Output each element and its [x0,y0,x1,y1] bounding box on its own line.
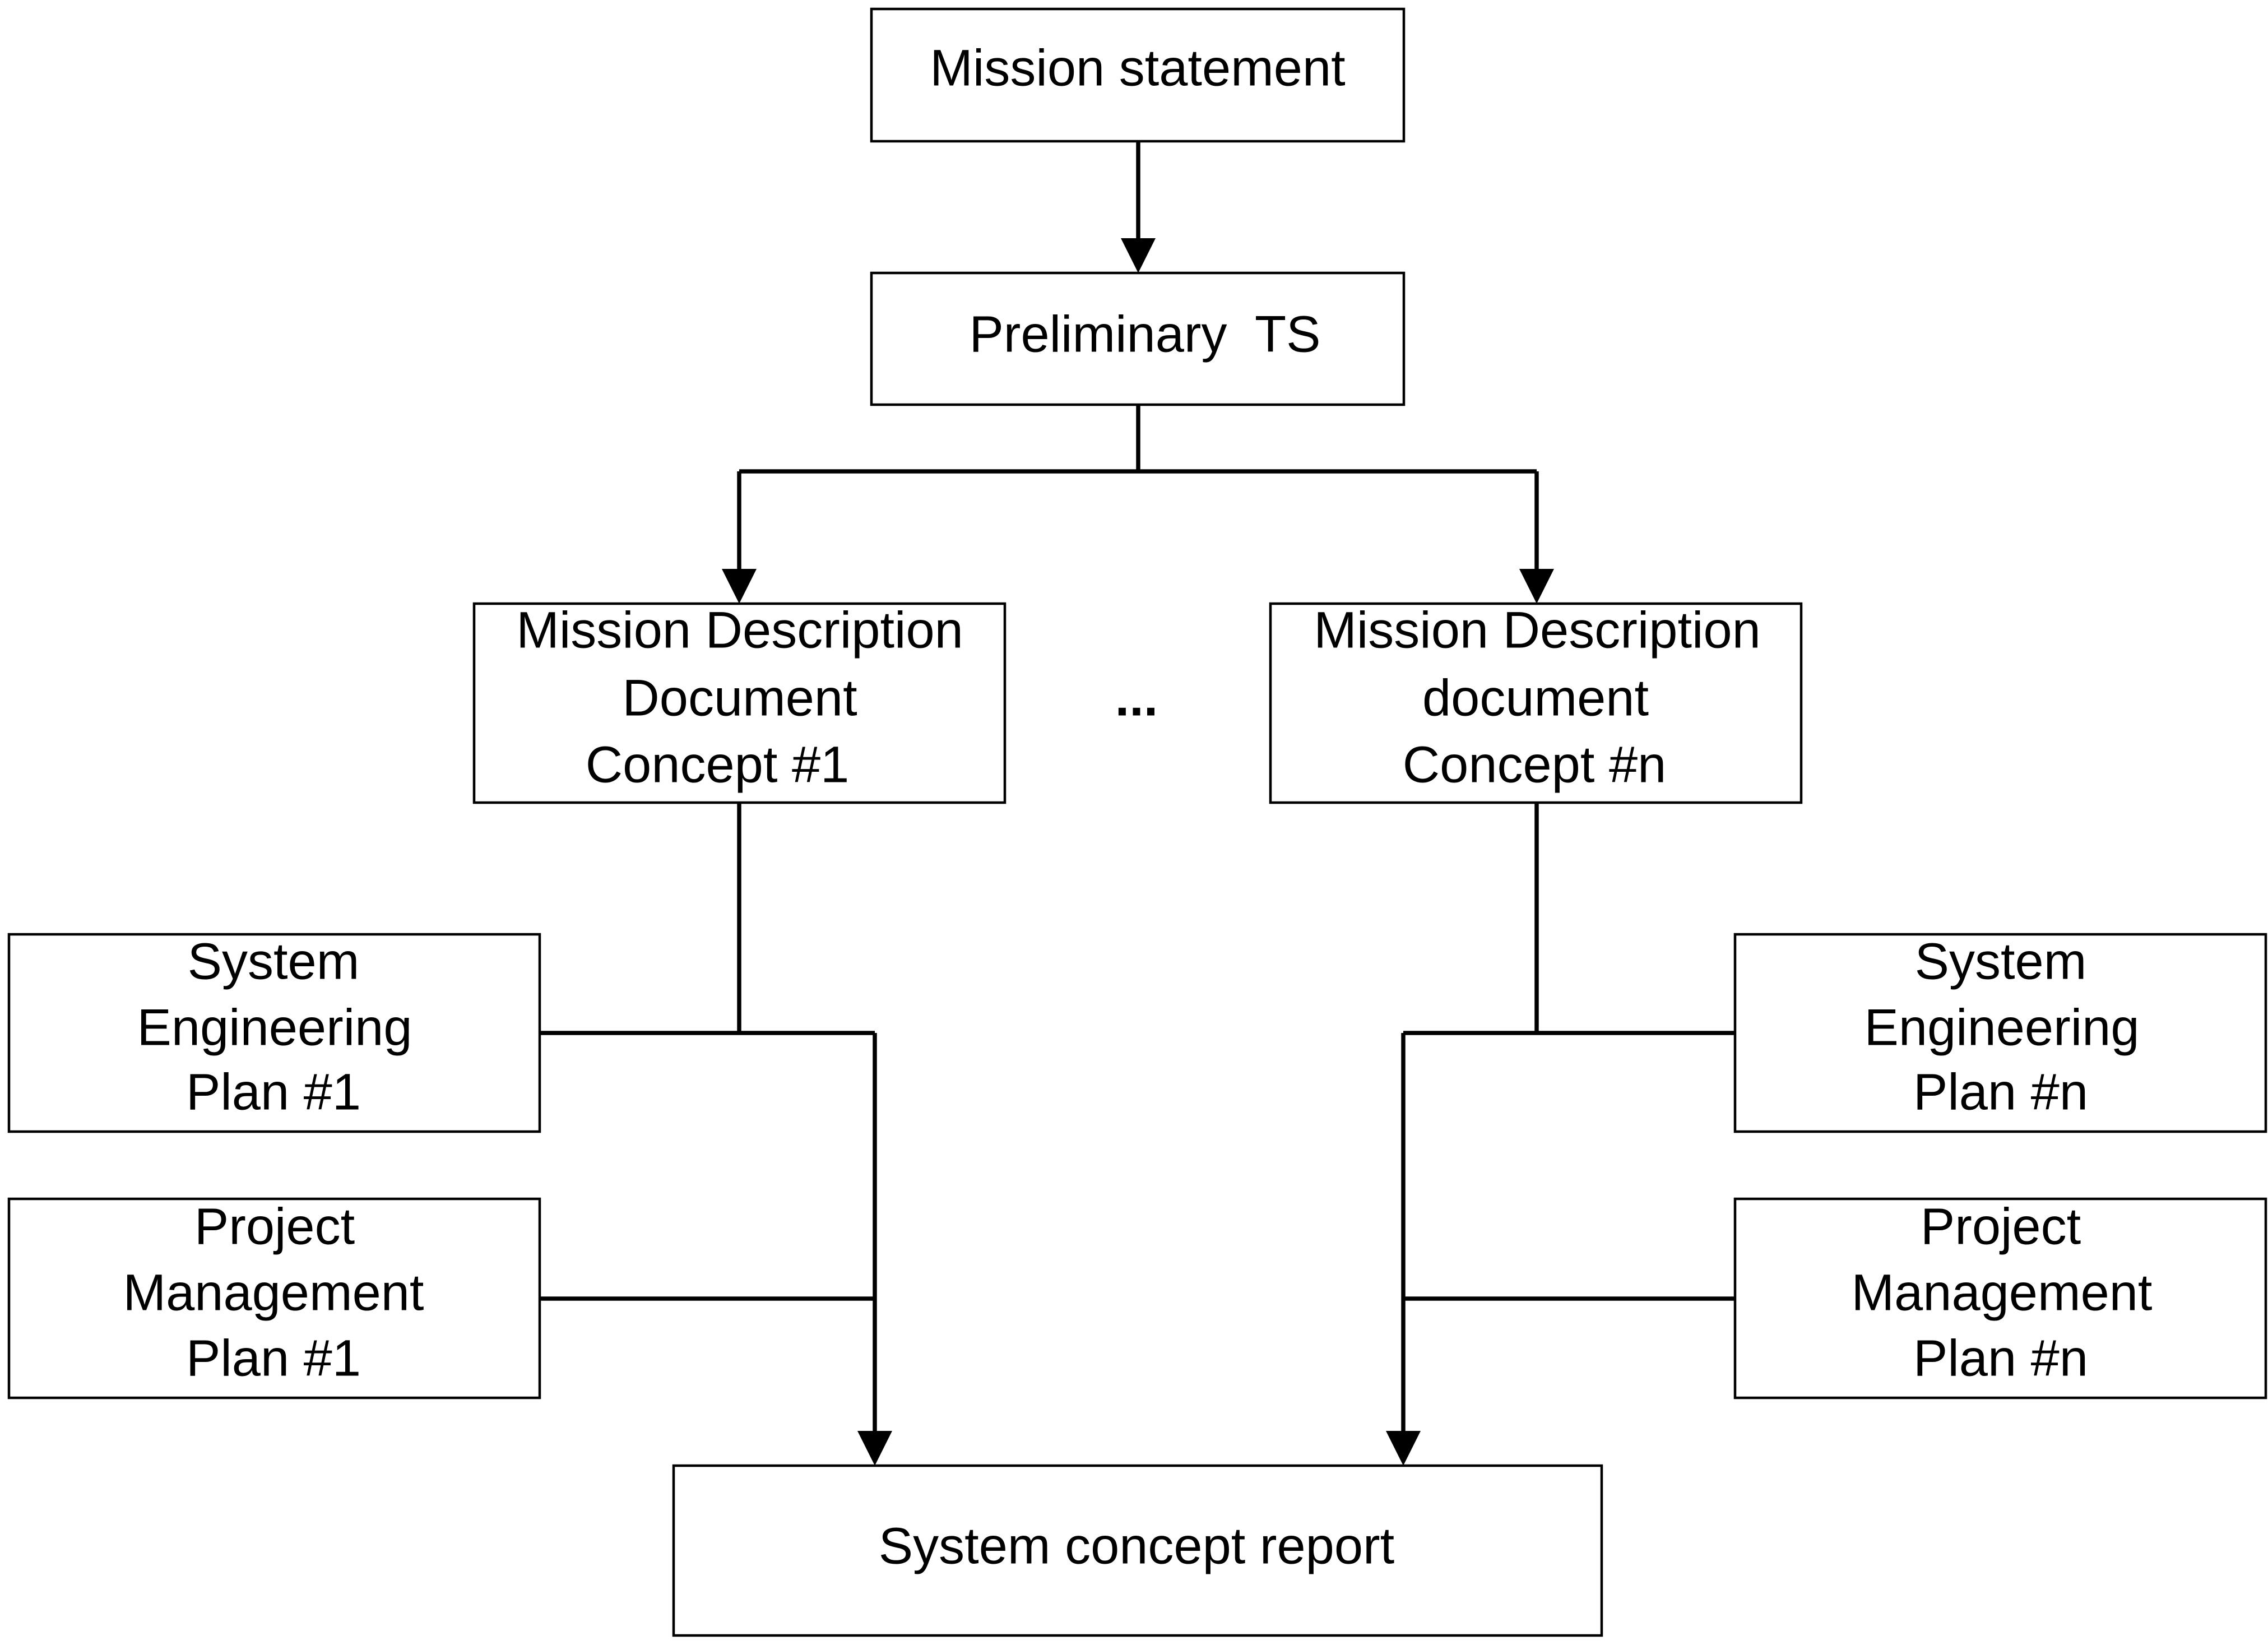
node-label-line: Management [123,1264,424,1321]
node-label-line: Mission statement [930,39,1345,96]
node-label-line: System [188,933,360,990]
node-label-line: Plan #n [1913,1329,2088,1387]
node-box [1733,933,2267,1133]
arrowhead-concept-n [1519,569,1554,604]
node-label-line: Preliminary TS [969,305,1320,363]
connectors [540,141,1735,1466]
node-label-line: document [1422,669,1649,726]
node-label-line: Concept #1 [586,736,850,793]
node-system-engineering-plan-1: System Engineering Plan #1 [7,933,541,1133]
node-project-management-plan-n: Project Management Plan #n [1733,1197,2267,1400]
node-label-line: Plan #n [1913,1063,2088,1120]
node-box [870,271,1406,406]
node-label-line: Concept #n [1403,736,1667,793]
node-label-line: System concept report [879,1517,1394,1574]
node-label-line: Mission Description [1314,601,1761,659]
node-box [1269,602,1803,804]
node-box [870,7,1406,143]
node-box [7,933,541,1133]
node-mission-description-concept-1: Mission Description Document Concept #1 [472,601,1007,804]
node-system-engineering-plan-n: System Engineering Plan #n [1733,933,2267,1133]
node-box [1733,1197,2267,1400]
node-label-line: Engineering [1864,999,2139,1056]
node-system-concept-report: System concept report [672,1464,1603,1637]
concepts-ellipsis: ... [1115,669,1158,726]
node-mission-statement: Mission statement [870,7,1406,143]
node-project-management-plan-1: Project Management Plan #1 [7,1197,541,1400]
node-label-line: Mission Description [516,601,963,659]
connector-right-branch [1401,803,1735,1431]
arrowhead-report-left [857,1431,892,1466]
arrowhead-concept-1 [722,569,757,604]
node-label-line: Project [1921,1198,2081,1255]
arrowhead-report-right [1386,1431,1421,1466]
node-label-line: Document [622,669,857,726]
node-label-line: Engineering [137,999,412,1056]
node-label-line: Plan #1 [186,1063,361,1120]
node-preliminary-ts: Preliminary TS [870,271,1406,406]
node-label-line: Plan #1 [186,1329,361,1387]
node-box [7,1197,541,1400]
node-label-line: System [1915,933,2087,990]
node-box [472,602,1007,804]
ellipsis-label: ... [1115,669,1158,726]
connector-left-branch [540,803,877,1431]
connector-preliminary-split [737,405,1539,569]
node-label-line: Project [194,1198,355,1255]
node-box [672,1464,1603,1637]
arrowhead-preliminary [1121,238,1156,273]
node-mission-description-concept-n: Mission Description document Concept #n [1269,601,1803,804]
node-label-line: Management [1852,1264,2153,1321]
